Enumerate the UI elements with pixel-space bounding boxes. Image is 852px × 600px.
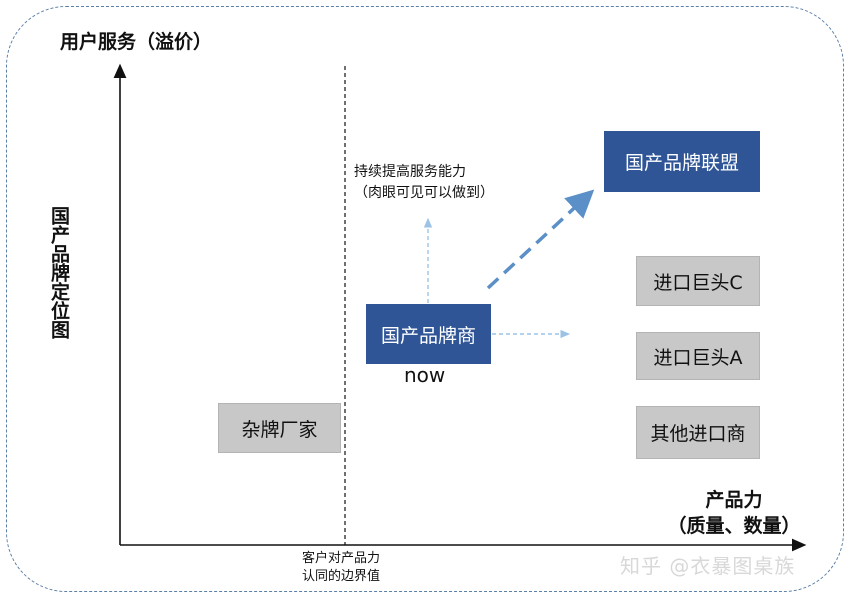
box-import-a: 进口巨头A xyxy=(636,332,760,380)
now-label: now xyxy=(404,363,446,387)
box-other-import: 其他进口商 xyxy=(636,406,760,459)
box-misc: 杂牌厂家 xyxy=(218,403,341,453)
box-alliance: 国产品牌联盟 xyxy=(604,131,760,192)
box-import-c: 进口巨头C xyxy=(636,256,760,306)
service-annotation: 持续提高服务能力 （肉眼可见可以做到） xyxy=(354,162,494,204)
x-axis-title: 产品力 xyxy=(705,489,763,511)
x-axis-subtitle: （质量、数量） xyxy=(667,515,801,537)
boundary-label-line1: 客户对产品力 xyxy=(301,551,380,566)
boundary-label-line2: 认同的边界值 xyxy=(301,569,380,584)
service-annotation-line2: （肉眼可见可以做到） xyxy=(354,185,494,201)
outer-frame xyxy=(6,6,844,592)
watermark: 知乎 @衣暴图桌族 xyxy=(620,554,796,578)
y-axis-title: 用户服务（溢价） xyxy=(60,31,213,53)
boundary-label: 客户对产品力 认同的边界值 xyxy=(266,550,416,586)
chart-title-vertical: 国产品牌定位图 xyxy=(48,206,70,339)
box-domestic: 国产品牌商 xyxy=(366,304,491,364)
growth-arrow xyxy=(486,189,595,290)
service-annotation-line1: 持续提高服务能力 xyxy=(354,164,466,180)
